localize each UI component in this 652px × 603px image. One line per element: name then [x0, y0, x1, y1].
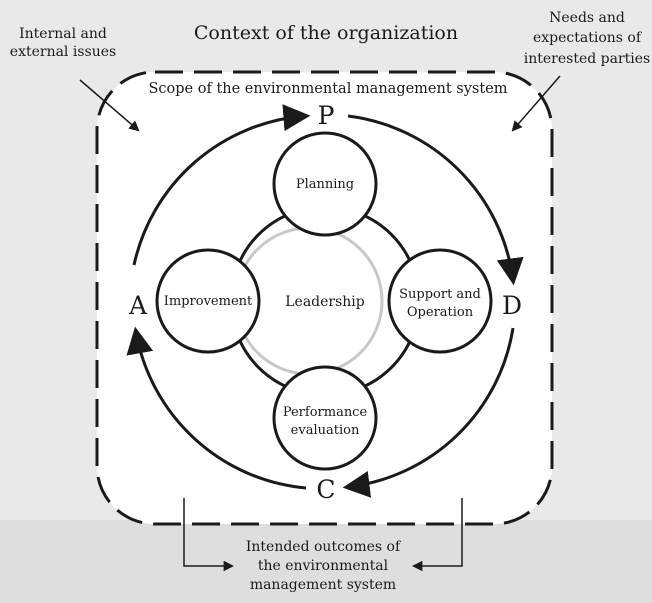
outcome-arrow-left — [183, 498, 235, 572]
pdca-letter-d: D — [502, 291, 522, 320]
top-left-note-line-2: external issues — [10, 44, 116, 60]
top-right-note-line-2: expectations of — [533, 30, 643, 46]
performance-evaluation-label-line-2: evaluation — [291, 423, 360, 438]
outcomes-label-line-1: Intended outcomes of — [246, 539, 402, 555]
needs-arrow — [511, 75, 561, 132]
scope-label: Scope of the environmental management sy… — [148, 81, 507, 97]
improvement-circle — [155, 248, 261, 354]
outcomes-label-line-3: management system — [250, 577, 396, 593]
arc-do-to-check — [342, 327, 515, 498]
arc-check-to-act — [126, 326, 307, 490]
support-operation-circle — [387, 248, 493, 354]
top-right-note-line-1: Needs and — [549, 10, 625, 26]
improvement-label: Improvement — [164, 294, 253, 309]
support-operation-label-line-1: Support and — [399, 287, 481, 302]
outcomes-label-line-2: the environmental — [258, 558, 389, 574]
diagram-title: Context of the organization — [194, 22, 458, 44]
top-right-note-line-3: interested parties — [524, 51, 650, 67]
background-lower — [0, 520, 652, 603]
top-left-note-line-1: Internal and — [19, 26, 107, 42]
support-operation-label-line-2: Operation — [407, 305, 474, 320]
arc-plan-to-do — [347, 114, 524, 286]
arc-act-to-plan — [132, 104, 311, 266]
performance-evaluation-label-line-1: Performance — [283, 405, 368, 420]
leadership-label: Leadership — [285, 294, 365, 310]
pdca-letter-p: P — [318, 101, 335, 130]
issues-arrow — [79, 79, 140, 132]
planning-circle — [272, 131, 378, 237]
planning-label: Planning — [296, 177, 354, 192]
scope-boundary — [95, 70, 554, 526]
pdca-letter-a: A — [128, 291, 148, 320]
pdca-letter-c: C — [316, 475, 335, 504]
performance-evaluation-circle — [272, 365, 378, 471]
outcome-arrow-right — [411, 498, 463, 572]
